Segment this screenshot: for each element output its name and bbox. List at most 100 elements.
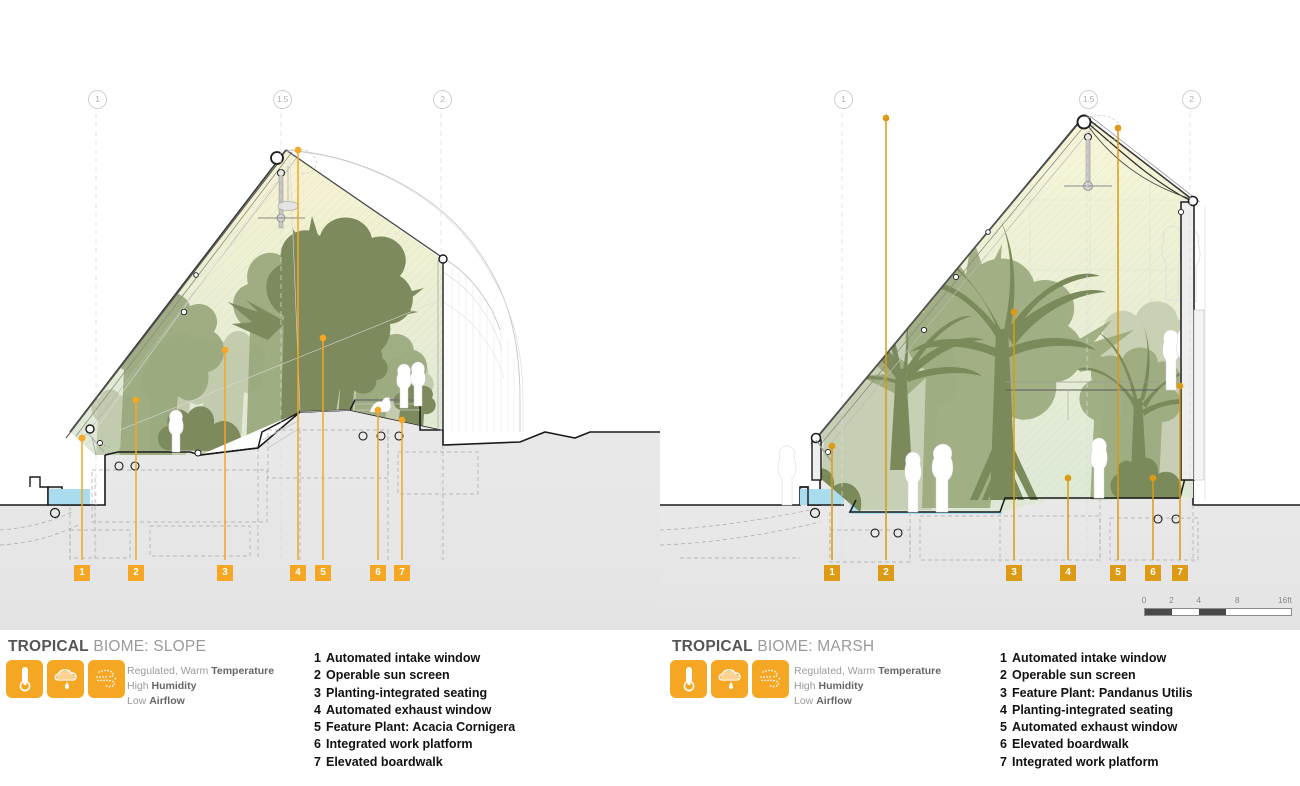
key-text: Feature Plant: Acacia Cornigera bbox=[326, 720, 516, 735]
key-item: 3 Feature Plant: Pandanus Utilis bbox=[1000, 685, 1193, 702]
callout-leaders bbox=[78, 146, 406, 560]
grid-lines bbox=[95, 104, 442, 560]
climate-plain: Low bbox=[127, 695, 150, 707]
climate-plain: Low bbox=[794, 695, 817, 707]
biome-title-marsh: TROPICAL BIOME: MARSH bbox=[672, 638, 874, 656]
scale-bar: 0 2 4 8 16ft bbox=[1142, 595, 1292, 622]
thermometer-icon bbox=[6, 660, 43, 698]
climate-icons-marsh bbox=[670, 660, 789, 698]
key-number: 2 bbox=[314, 668, 321, 683]
scale-bar-segment bbox=[1145, 609, 1172, 615]
climate-bold: Temperature bbox=[211, 665, 275, 677]
biome-title-rest: BIOME: SLOPE bbox=[88, 638, 206, 655]
water-basin-outer bbox=[800, 486, 844, 519]
floor-penetrations bbox=[114, 431, 404, 471]
airflow-icon bbox=[88, 660, 125, 698]
grid-bubble: 2 bbox=[433, 90, 452, 109]
callout-tag-3: 3 bbox=[217, 565, 233, 581]
callout-tag-7: 7 bbox=[394, 565, 410, 581]
key-number: 1 bbox=[314, 651, 321, 665]
legend-marsh: TROPICAL BIOME: MARSH bbox=[660, 630, 1300, 786]
callout-tag-5: 5 bbox=[1110, 565, 1126, 581]
key-text: Elevated boardwalk bbox=[1012, 737, 1129, 752]
key-text: Automated intake window bbox=[1012, 651, 1167, 665]
climate-plain: Regulated, Warm bbox=[127, 665, 212, 677]
exhaust-window-assembly bbox=[1064, 115, 1121, 191]
buried-structure bbox=[0, 429, 479, 560]
callout-tag-1: 1 bbox=[74, 565, 90, 581]
climate-line-airflow: Low Airflow bbox=[794, 694, 941, 709]
biome-title-slope: TROPICAL BIOME: SLOPE bbox=[8, 638, 206, 656]
cut-wall-left bbox=[811, 439, 822, 481]
cut-wall-right bbox=[1180, 201, 1205, 481]
climate-bold: Airflow bbox=[816, 695, 852, 707]
key-item: 6 Integrated work platform bbox=[314, 736, 515, 753]
key-text: Automated exhaust window bbox=[326, 702, 492, 717]
structure-nodes bbox=[810, 114, 1199, 456]
section-panel-slope: 1 1.5 2 1 2 3 4 5 6 7 bbox=[0, 0, 660, 630]
key-item: 6 Elevated boardwalk bbox=[1000, 736, 1193, 753]
grid-bubble: 1 bbox=[834, 90, 853, 109]
intake-window-assembly bbox=[87, 432, 111, 456]
climate-line-temperature: Regulated, Warm Temperature bbox=[794, 664, 941, 679]
callout-tag-4: 4 bbox=[1060, 565, 1076, 581]
climate-text-slope: Regulated, Warm Temperature High Humidit… bbox=[127, 664, 274, 709]
climate-line-airflow: Low Airflow bbox=[127, 694, 274, 709]
grid-bubble: 1.5 bbox=[1079, 90, 1098, 109]
key-item: 2 Operable sun screen bbox=[314, 667, 515, 684]
callout-tag-2: 2 bbox=[878, 565, 894, 581]
biome-title-bold: TROPICAL bbox=[8, 638, 89, 655]
climate-bold: Airflow bbox=[149, 695, 185, 707]
climate-line-humidity: High Humidity bbox=[127, 679, 274, 694]
key-number: 3 bbox=[1000, 685, 1007, 700]
section-drawing-slope bbox=[0, 0, 660, 630]
biome-title-rest: BIOME: MARSH bbox=[752, 638, 875, 655]
callout-tag-6: 6 bbox=[370, 565, 386, 581]
key-list-marsh: 1 Automated intake window 2 Operable sun s… bbox=[1000, 650, 1193, 771]
key-text: Integrated work platform bbox=[1012, 754, 1159, 769]
section-drawing-marsh bbox=[660, 0, 1300, 630]
key-number: 5 bbox=[1000, 720, 1007, 735]
climate-text-marsh: Regulated, Warm Temperature High Humidit… bbox=[794, 664, 941, 709]
legend-slope: TROPICAL BIOME: SLOPE bbox=[0, 630, 660, 786]
key-number: 1 bbox=[1000, 651, 1007, 665]
scale-label-2: 2 bbox=[1169, 595, 1174, 605]
key-number: 3 bbox=[314, 685, 321, 700]
key-text: Planting-integrated seating bbox=[326, 685, 488, 700]
key-text: Integrated work platform bbox=[326, 737, 473, 752]
callout-tag-7: 7 bbox=[1172, 565, 1188, 581]
key-text: Operable sun screen bbox=[326, 668, 450, 683]
key-number: 6 bbox=[314, 737, 321, 752]
climate-plain: High bbox=[794, 680, 819, 692]
humidity-cloud-icon bbox=[711, 660, 748, 698]
key-item: 2 Operable sun screen bbox=[1000, 667, 1193, 684]
callout-tag-4: 4 bbox=[290, 565, 306, 581]
key-text: Feature Plant: Pandanus Utilis bbox=[1012, 685, 1193, 700]
climate-bold: Humidity bbox=[818, 680, 864, 692]
scale-label-8: 8 bbox=[1234, 595, 1240, 605]
grid-lines bbox=[841, 104, 1191, 560]
key-text: Operable sun screen bbox=[1012, 668, 1136, 683]
callout-tag-3: 3 bbox=[1006, 565, 1022, 581]
climate-icons-slope bbox=[6, 660, 125, 698]
callout-tag-6: 6 bbox=[1145, 565, 1161, 581]
key-number: 6 bbox=[1000, 737, 1007, 752]
climate-line-humidity: High Humidity bbox=[794, 679, 941, 694]
section-panel-marsh: 1 1.5 2 1 2 3 4 5 6 7 bbox=[660, 0, 1300, 630]
grid-bubble: 1 bbox=[88, 90, 107, 109]
grid-bubble: 2 bbox=[1182, 90, 1201, 109]
key-item: 1 Automated intake window bbox=[1000, 650, 1193, 667]
key-number: 7 bbox=[314, 754, 321, 769]
key-number: 2 bbox=[1000, 668, 1007, 683]
thermometer-icon bbox=[670, 660, 707, 698]
boardwalk-level bbox=[1005, 381, 1158, 420]
scale-bar-track bbox=[1144, 608, 1292, 616]
